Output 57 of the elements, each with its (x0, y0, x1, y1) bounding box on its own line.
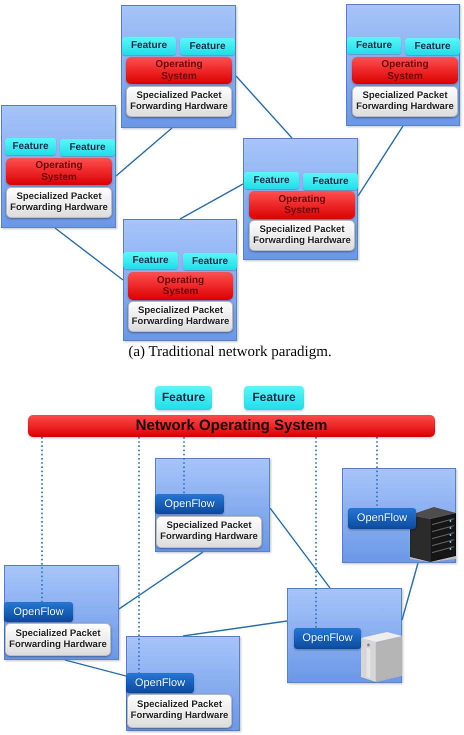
feature-block: Feature (60, 139, 115, 156)
feature-block: Feature (347, 37, 401, 54)
openflow-tab: OpenFlow (348, 508, 416, 529)
dotted-line (138, 437, 140, 673)
hardware-layer: Specialized Packet Forwarding Hardware (5, 623, 111, 656)
switch-panel (287, 588, 402, 683)
dotted-line (376, 437, 378, 508)
feature-block: Feature (303, 173, 358, 190)
network-os-bar: Network Operating System (28, 415, 435, 437)
feature-block: Feature (244, 386, 304, 410)
openflow-tab: OpenFlow (126, 673, 194, 693)
os-layer: Operating System (249, 191, 355, 219)
connector-line (182, 620, 288, 637)
hardware-layer: Specialized Packet Forwarding Hardware (127, 694, 232, 728)
switch-panel (123, 219, 237, 341)
feature-block: Feature (180, 38, 235, 55)
switch-panel (126, 636, 240, 731)
dotted-line (315, 437, 317, 628)
connector-line (401, 562, 419, 620)
hardware-layer: Specialized Packet Forwarding Hardware (6, 187, 112, 218)
connector-line (357, 126, 404, 196)
openflow-tab: OpenFlow (155, 494, 224, 514)
hardware-layer: Specialized Packet Forwarding Hardware (249, 220, 355, 251)
switch-panel (346, 4, 460, 126)
feature-block: Feature (122, 37, 176, 55)
feature-block: Feature (123, 252, 178, 269)
connector-line (54, 227, 124, 281)
dotted-line (41, 437, 43, 602)
connector-line (118, 551, 204, 610)
os-layer: Operating System (352, 57, 458, 84)
feature-block: Feature (183, 253, 237, 270)
openflow-tab: OpenFlow (4, 602, 73, 622)
feature-block: Feature (5, 138, 56, 155)
os-layer: Operating System (128, 272, 233, 300)
switch-panel (1, 105, 116, 228)
feature-block: Feature (244, 172, 299, 189)
connector-line (180, 183, 244, 220)
switch-panel (155, 458, 270, 552)
connector-line (64, 659, 126, 677)
os-layer: Operating System (126, 57, 232, 84)
connector-line (235, 76, 293, 138)
connector-line (269, 508, 331, 588)
hardware-layer: Specialized Packet Forwarding Hardware (128, 301, 233, 332)
switch-panel (342, 468, 456, 563)
hardware-layer: Specialized Packet Forwarding Hardware (126, 86, 232, 117)
dotted-line (183, 437, 185, 494)
openflow-tab: OpenFlow (294, 628, 361, 649)
feature-block: Feature (405, 38, 460, 55)
switch-panel (4, 565, 119, 660)
os-layer: Operating System (6, 158, 112, 185)
feature-block: Feature (155, 386, 212, 410)
hardware-layer: Specialized Packet Forwarding Hardware (352, 86, 458, 117)
caption: (a) Traditional network paradigm. (128, 344, 332, 361)
connector-line (116, 127, 172, 177)
switch-panel (121, 5, 236, 128)
hardware-layer: Specialized Packet Forwarding Hardware (156, 516, 262, 548)
switch-panel (243, 138, 358, 260)
